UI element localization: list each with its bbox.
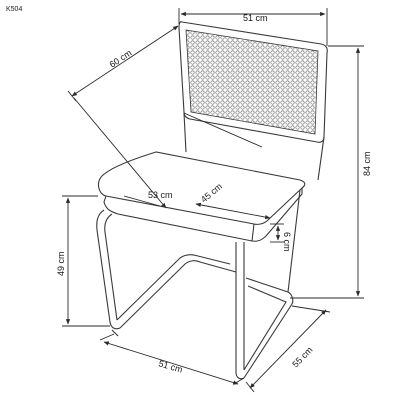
label-base-width: 51 cm: [157, 358, 183, 374]
back-upright-right: [317, 136, 325, 181]
label-seat-depth: 53 cm: [148, 190, 173, 200]
dim-back-width: 51 cm: [178, 8, 328, 46]
backrest-frame: [178, 21, 328, 143]
dim-total-height: 84 cm: [290, 45, 372, 299]
label-total-height: 84 cm: [362, 151, 372, 176]
label-base-depth: 55 cm: [290, 345, 314, 370]
label-back-depth: 60 cm: [108, 48, 134, 70]
dim-base-width: 51 cm: [99, 333, 245, 385]
dim-seat-thickness: 6 cm: [270, 223, 292, 252]
label-seat-width: 45 cm: [199, 181, 224, 204]
label-seat-thickness: 6 cm: [282, 232, 292, 252]
dim-base-depth: 55 cm: [245, 305, 331, 393]
cane-panel: [185, 29, 319, 135]
seat-cushion: [97, 151, 306, 242]
product-code: K504: [6, 6, 22, 13]
chair: [96, 21, 328, 380]
dim-seat-depth: 53 cm: [73, 97, 173, 209]
label-back-width: 51 cm: [243, 13, 268, 23]
back-upright-left: [183, 112, 187, 153]
dim-back-depth: 60 cm: [67, 25, 179, 102]
dim-seat-height: 49 cm: [56, 195, 110, 327]
label-seat-height: 49 cm: [56, 251, 66, 276]
